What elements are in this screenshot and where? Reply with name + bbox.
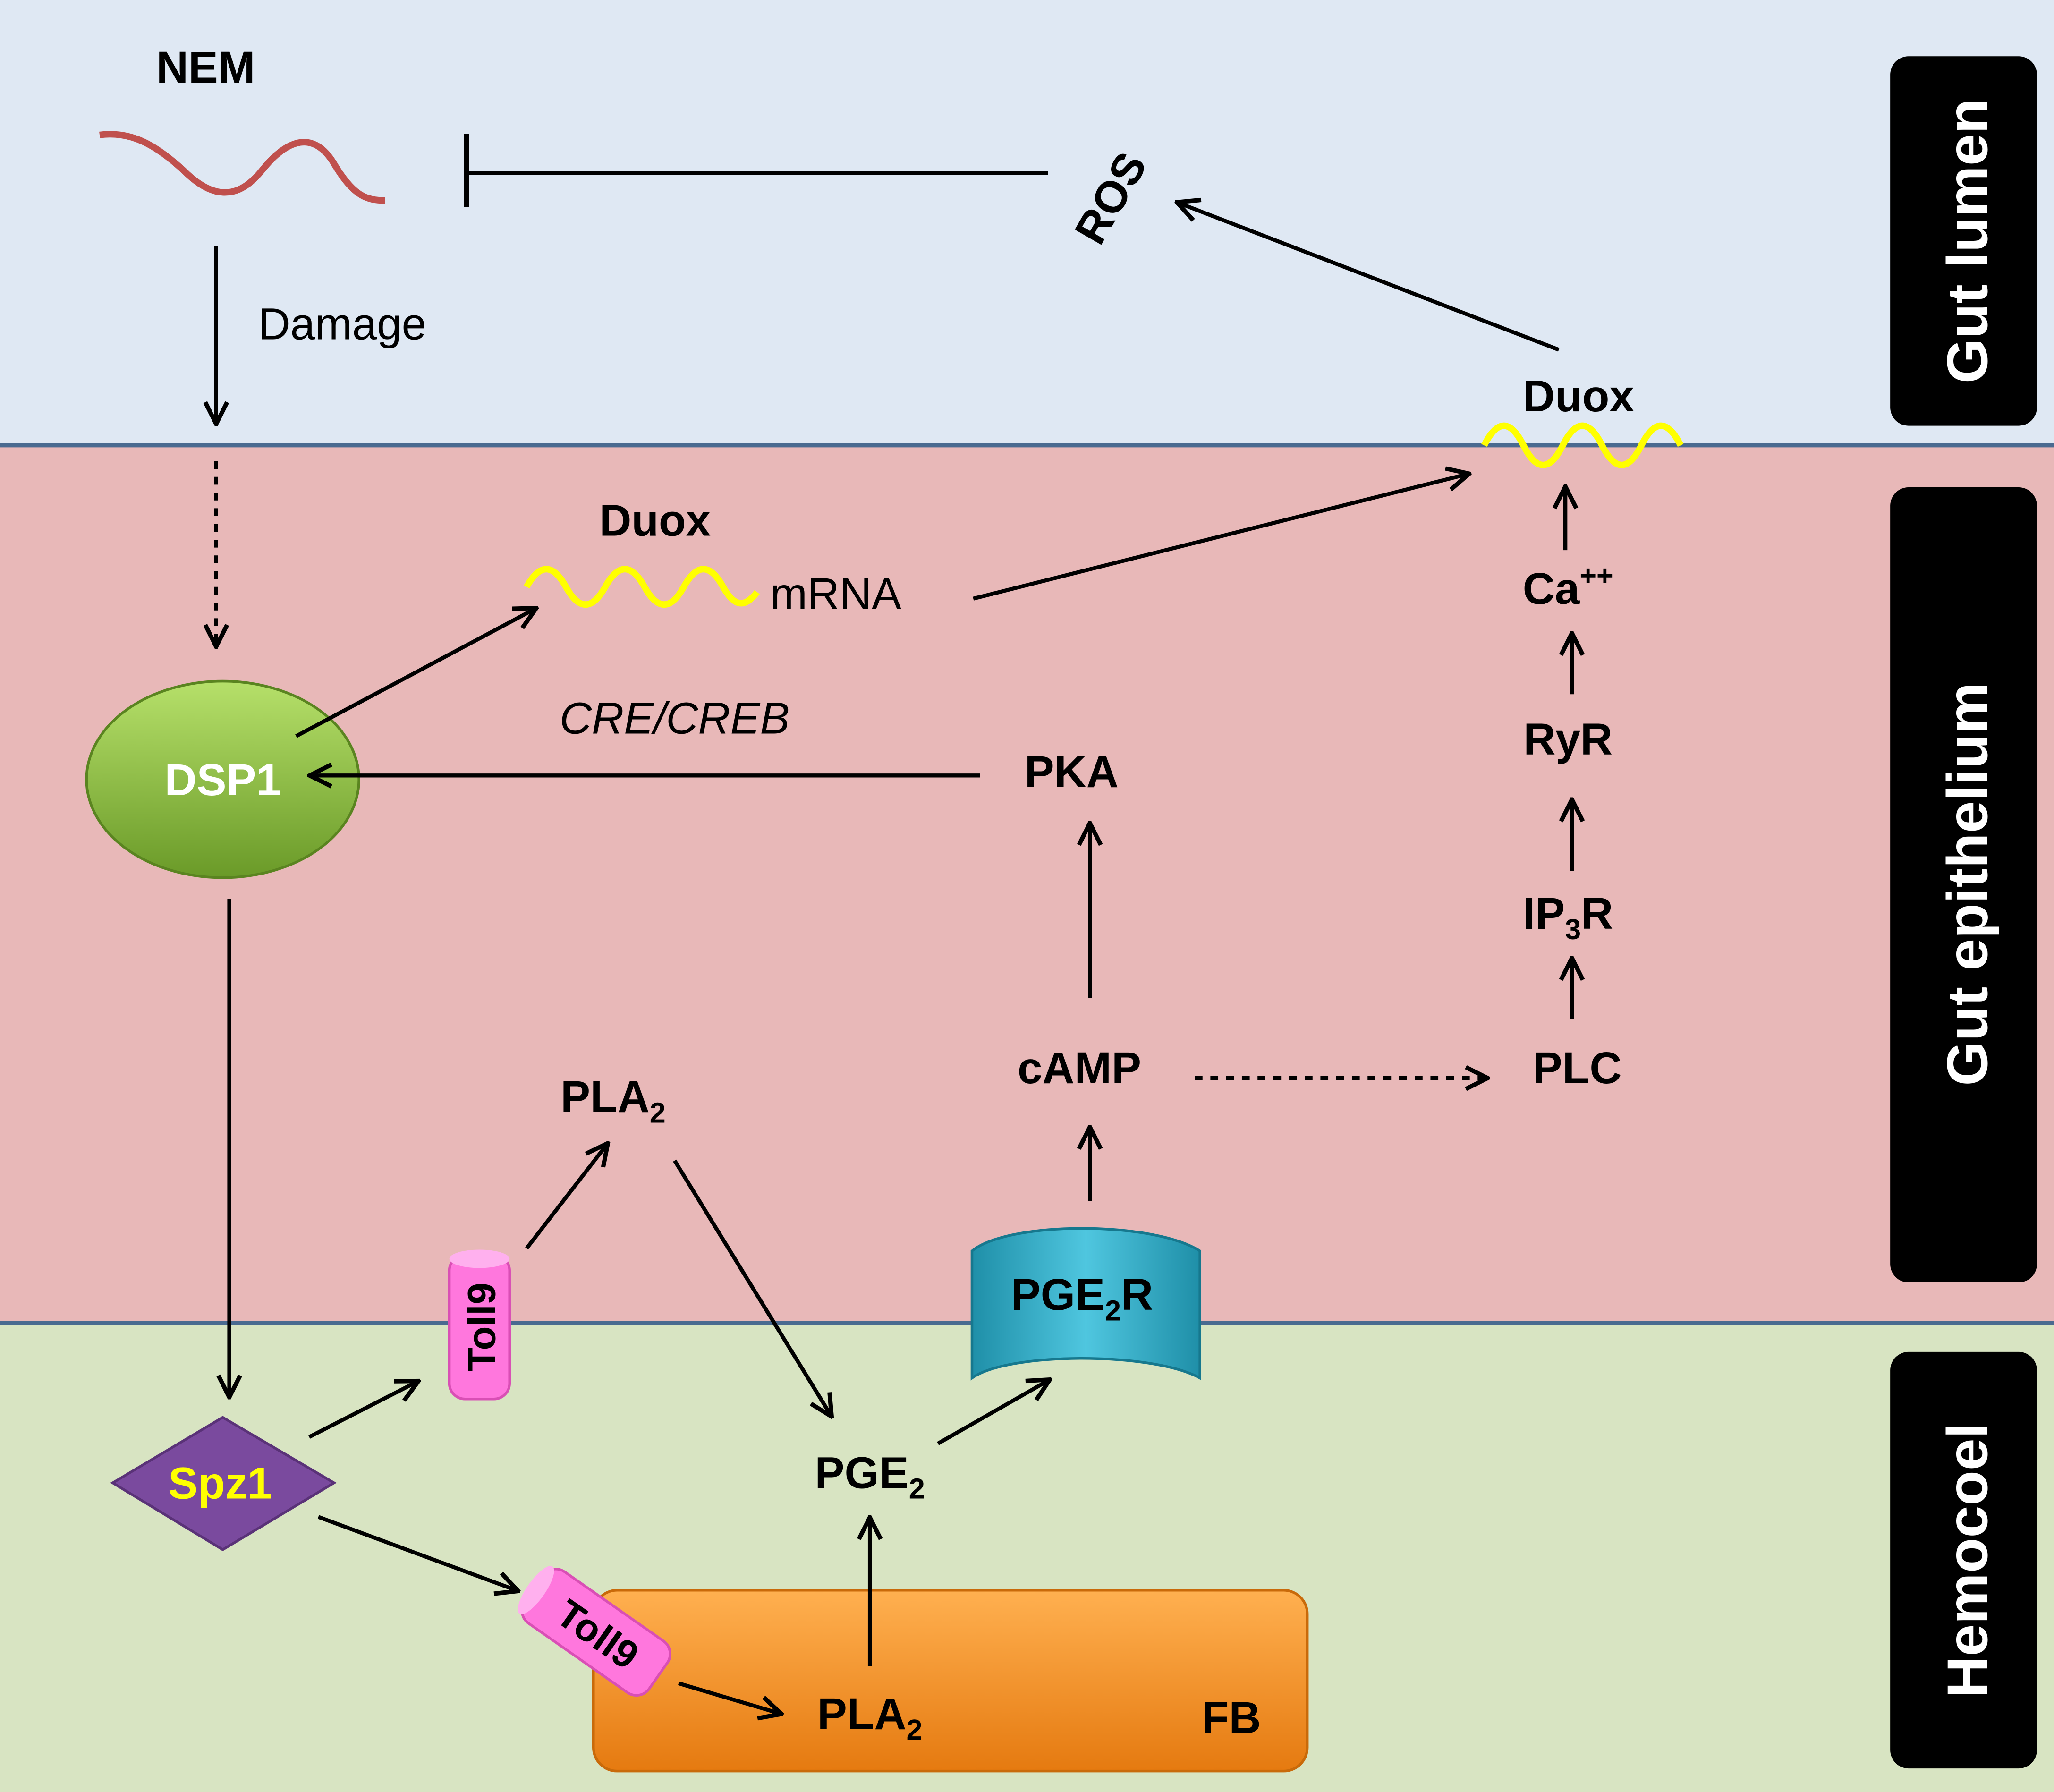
duox-mrna-title: Duox (599, 496, 711, 545)
mrna-to-duox-arrow (973, 474, 1467, 601)
ca-label-sup: ++ (1579, 560, 1613, 592)
toll9-fb-to-pla2-arrow (678, 1681, 780, 1714)
plc-label: PLC (1533, 1043, 1622, 1093)
duox-membrane-wave-icon (1481, 422, 1684, 468)
damage-label: Damage (258, 299, 426, 348)
spz1-to-toll9-epithelium-arrow (308, 1382, 416, 1439)
gut-epithelium-region (0, 445, 2054, 1323)
dsp1-node (85, 679, 360, 879)
nem-label: NEM (156, 42, 255, 92)
ip3r-label: IP3R (1523, 889, 1613, 945)
ryr-label: RyR (1523, 714, 1613, 764)
ca-label-main: Ca (1523, 564, 1580, 613)
toll9-epithelium-receptor: Toll9 (448, 1249, 511, 1401)
pge2-label-sub: 2 (909, 1473, 925, 1505)
pka-label: PKA (1025, 747, 1119, 797)
pla2-epithelium-main: PLA (560, 1072, 650, 1121)
ip3r-label-a: IP (1523, 889, 1565, 938)
pge2-to-pge2r-arrow (937, 1381, 1048, 1445)
pla2-epithelium-label: PLA2 (560, 1072, 666, 1129)
toll9-fb-receptor: Toll9 (518, 1566, 672, 1697)
spz1-node (110, 1416, 337, 1552)
ca-label: Ca++ (1523, 560, 1613, 613)
gut-lumen-region (0, 0, 2054, 446)
camp-label: cAMP (1018, 1043, 1141, 1093)
pge2-label: PGE2 (815, 1448, 925, 1504)
gut-lumen-label: Gut lumen (1935, 99, 1999, 383)
pge2r-label-sub: 2 (1105, 1294, 1121, 1326)
duox-membrane-label: Duox (1523, 371, 1634, 421)
dsp1-to-mrna-arrow (295, 609, 535, 738)
toll9-to-pla2-arrow (525, 1145, 606, 1250)
pla2-fb-main: PLA (817, 1689, 907, 1739)
mrna-label: mRNA (770, 569, 901, 619)
pge2r-label-b: R (1121, 1270, 1153, 1319)
gut-lumen-tag: Gut lumen (1890, 56, 2037, 426)
dsp1-label: DSP1 (165, 755, 281, 805)
pla2-fb-sub: 2 (906, 1714, 922, 1746)
fb-label: FB (1202, 1693, 1261, 1742)
hemocoel-label: Hemocoel (1935, 1422, 1999, 1698)
ip3r-label-sub: 3 (1565, 913, 1581, 945)
ip3r-label-b: R (1581, 889, 1613, 938)
toll9-epithelium-label: Toll9 (460, 1282, 504, 1371)
pla2-epithelium-sub: 2 (650, 1096, 666, 1129)
fat-body-node (592, 1589, 1309, 1773)
hemocoel-tag: Hemocoel (1890, 1351, 2037, 1769)
pla2-fb-label: PLA2 (817, 1689, 923, 1746)
pge2r-label-a: PGE (1011, 1270, 1105, 1319)
spz1-to-toll9-fb-arrow (317, 1515, 516, 1590)
pge2r-receptor: PGE2R (970, 1227, 1201, 1381)
duox-to-ros-arrow (1179, 203, 1560, 352)
spz1-label: Spz1 (168, 1459, 272, 1508)
pla2-to-pge2-arrow (673, 1159, 831, 1415)
gut-epithelium-label: Gut epithelium (1935, 682, 1999, 1086)
duox-mrna-wave-icon (524, 566, 760, 608)
pge2-label-main: PGE (815, 1448, 909, 1497)
gut-epithelium-tag: Gut epithelium (1890, 487, 2037, 1282)
pge2r-label: PGE2R (1011, 1270, 1153, 1326)
cre-creb-label: CRE/CREB (560, 694, 789, 743)
nem-worm-icon (99, 131, 385, 204)
